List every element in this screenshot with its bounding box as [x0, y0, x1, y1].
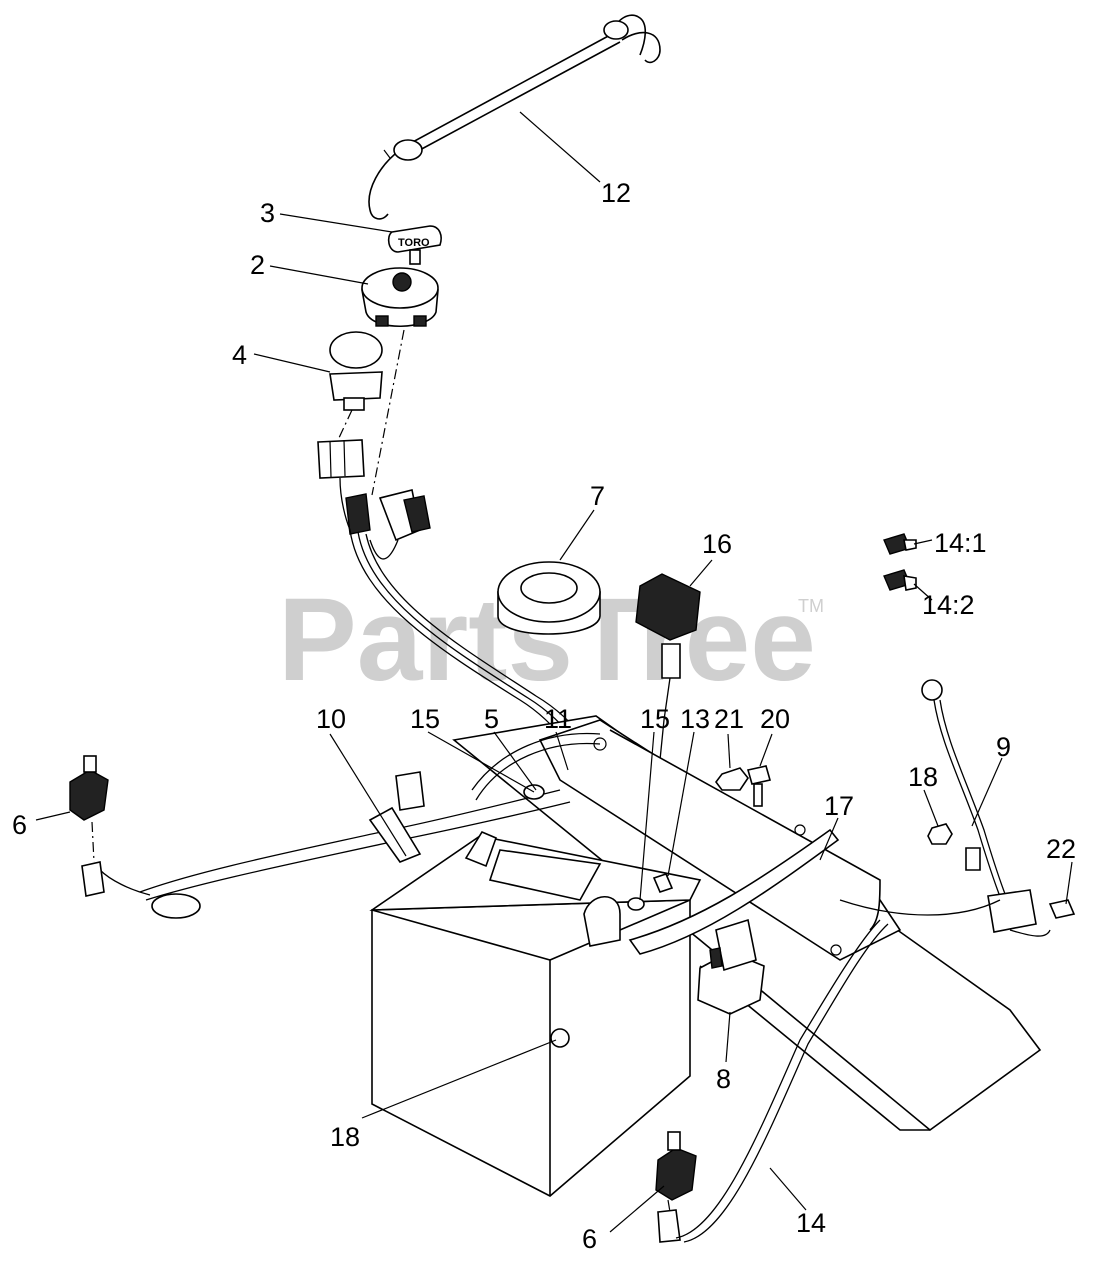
part-22-bolt[interactable]: [1048, 899, 1076, 919]
watermark-trademark: TM: [798, 596, 824, 616]
assembly-line-2: [371, 329, 405, 496]
callout-7: 7: [590, 481, 605, 511]
part-18-nut-right[interactable]: [927, 823, 953, 845]
callout-6-left: 6: [12, 810, 27, 840]
part-6-switch-left[interactable]: [69, 755, 109, 897]
part-9-harness-right[interactable]: [839, 679, 1051, 937]
part-14-1-fuse[interactable]: [883, 533, 917, 555]
part-13-bolt[interactable]: [652, 873, 674, 893]
callout-13: 13: [680, 704, 710, 734]
callout-10: 10: [316, 704, 346, 734]
callout-3: 3: [260, 198, 275, 228]
part-21-nut[interactable]: [715, 767, 749, 791]
part-14-2-fuse[interactable]: [883, 569, 917, 591]
callout-14: 14: [796, 1208, 826, 1238]
callout-8: 8: [716, 1064, 731, 1094]
callout-18-right: 18: [908, 762, 938, 792]
callout-4: 4: [232, 340, 247, 370]
battery[interactable]: [369, 830, 702, 1197]
part-20-bolt[interactable]: [746, 765, 772, 807]
part-2-ignition-switch[interactable]: [361, 267, 439, 328]
part-6-switch-bottom[interactable]: [655, 919, 889, 1243]
callout-6-bottom: 6: [582, 1224, 597, 1254]
callout-14-1: 14:1: [934, 528, 987, 558]
wire-harness-connectors[interactable]: [317, 439, 431, 542]
callout-21: 21: [714, 704, 744, 734]
callout-9: 9: [996, 732, 1011, 762]
part-7-cap[interactable]: [497, 561, 601, 635]
part-16-module[interactable]: [635, 573, 701, 761]
part-8-solenoid[interactable]: [697, 918, 765, 1015]
callout-18-battery: 18: [330, 1122, 360, 1152]
callout-2: 2: [250, 250, 265, 280]
part-3-key[interactable]: TORO: [387, 225, 442, 265]
part-12-cable[interactable]: [368, 14, 661, 220]
part-4-pto-switch[interactable]: [329, 331, 383, 411]
callout-15-left: 15: [410, 704, 440, 734]
callout-17: 17: [824, 791, 854, 821]
callout-15-right: 15: [640, 704, 670, 734]
callout-5: 5: [484, 704, 499, 734]
callout-11: 11: [544, 704, 572, 734]
part-15-washer[interactable]: [627, 897, 645, 911]
assembly-line-4: [337, 409, 353, 441]
callout-14-2: 14:2: [922, 590, 975, 620]
callout-20: 20: [760, 704, 790, 734]
part-10-harness-left[interactable]: [99, 771, 571, 919]
callout-16: 16: [702, 529, 732, 559]
callout-12: 12: [601, 178, 631, 208]
part-17-battery-cable[interactable]: [471, 732, 840, 955]
callout-labels: 12 3 2 4 7 16 14:1 14:2 10 15 5 11 15 13…: [12, 178, 1076, 1254]
key-label: TORO: [398, 237, 430, 249]
leader-lines: [35, 111, 1073, 1233]
part-18-nut-battery[interactable]: [550, 1028, 570, 1048]
callout-22: 22: [1046, 834, 1076, 864]
